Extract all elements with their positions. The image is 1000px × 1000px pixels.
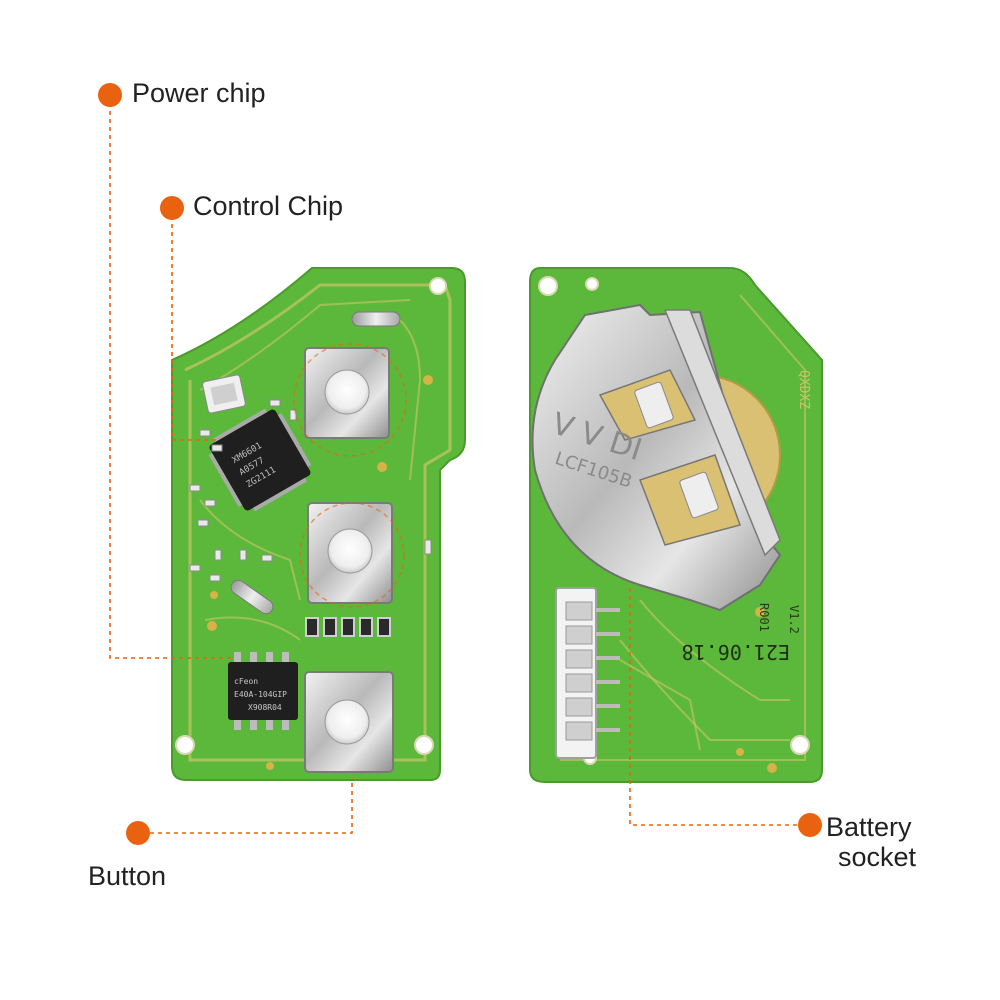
battery-socket-marker-dot (798, 813, 822, 837)
left-pcb-board: XM6601 A0577 ZG2111 (171, 267, 466, 781)
power-chip-marker-dot (98, 83, 122, 107)
board-version: V1.2 (787, 605, 801, 634)
control-chip-label: Control Chip (193, 191, 344, 221)
crystal-bottom (230, 579, 274, 615)
annotation-dots (98, 83, 822, 845)
power-chip-label: Power chip (132, 78, 266, 108)
control-chip: XM6601 A0577 ZG2111 (208, 408, 312, 512)
button-marker-dot (126, 821, 150, 845)
annotation-lines (109, 95, 805, 834)
power-chip: cFeon E40A-104GIP X908R04 (228, 652, 298, 730)
battery-socket-label: Battery socket (826, 812, 916, 872)
button-label: Button (88, 861, 167, 891)
connector-header (555, 587, 620, 759)
power-chip-mark-2: E40A-104GIP (234, 690, 287, 699)
power-chip-mark-1: cFeon (234, 677, 258, 686)
control-chip-marker-dot (160, 196, 184, 220)
right-pcb-board: V V DI LCF105B E21.06.18 R001 V1.2 QXDXZ (529, 267, 823, 783)
power-chip-mark-3: X908R04 (248, 703, 282, 712)
board-date-code: E21.06.18 (682, 640, 790, 664)
battery-socket-label-line2: socket (838, 842, 917, 872)
tactile-button-3 (304, 671, 394, 773)
battery-socket: V V DI LCF105B (531, 303, 782, 612)
crystal-top (351, 311, 401, 327)
tactile-button-2 (307, 502, 393, 604)
tactile-button-1 (304, 347, 390, 439)
board-serial: QXDXZ (796, 370, 811, 409)
battery-socket-label-line1: Battery (826, 812, 912, 842)
board-revision: R001 (757, 603, 771, 632)
